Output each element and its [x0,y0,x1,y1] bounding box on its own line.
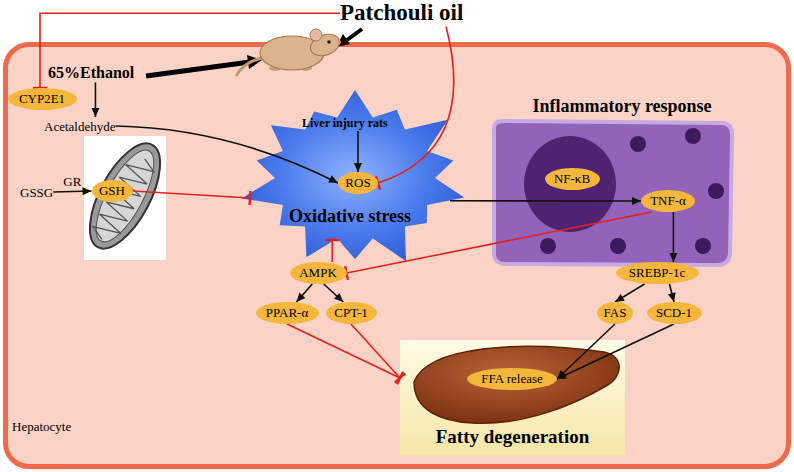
inflammatory-cell [488,96,756,268]
factor-ellipse: ROS [338,172,378,194]
connector [615,284,645,302]
factor-ellipse: SCD-1 [647,302,702,324]
connector-line [450,200,641,202]
factor-name: PPAR-α [266,306,308,321]
connector [91,82,99,117]
liver-ground [400,340,625,455]
factor-ellipse: TNF-α [641,190,695,212]
connector [133,191,251,205]
arrow-head [91,108,99,117]
connector-line [287,324,400,378]
factor-name: FAS [604,306,627,321]
connector-line [615,284,645,302]
granule [610,238,626,254]
factor-ellipse: CYP2E1 [8,88,77,110]
connector-line [331,240,333,262]
connector [351,324,405,383]
connector [33,13,340,88]
text-label: Patchouli oil [340,0,463,26]
panel-heading: Inflammatory response [488,96,756,117]
liver-shape [414,346,619,423]
rat-ear [310,29,322,41]
panel-heading: Hepatocyte [12,420,71,435]
cell-body [494,121,732,265]
panel-heading: Oxidative stress [250,206,450,227]
mitochondrion-outer [76,133,175,259]
agent-label: 65%Ethanol [48,64,134,82]
text-label: 65%Ethanol [48,64,134,82]
cell-nucleus [524,136,616,232]
edge-label: GR [62,175,82,190]
hepatocyte-cell: Hepatocyte CYP2E1AcetaldehydeGSSG GSH Liver… [3,42,791,469]
connector [668,284,676,302]
arrow-head [82,187,91,195]
arrow-head [296,293,305,302]
granule [708,183,724,199]
text-label: Acetaldehyde [44,120,115,135]
factor-ellipse: SREBP-1c [616,262,699,284]
edge-label-holder: GR [62,175,82,190]
dosing-arrow [347,29,362,40]
connector [296,284,312,302]
factor-ellipse: CPT-1 [326,302,377,324]
model-label: Liver injury rats [302,113,388,131]
factor-name: ROS [345,176,370,191]
panel-heading: Fatty degeneration [400,426,625,448]
arrow-head [615,294,625,302]
text-label: Liver injury rats [302,117,388,131]
factor-name: NF-κB [554,172,590,187]
factor-name: GSH [99,184,125,199]
connector-line [40,13,340,88]
factor-name: CYP2E1 [19,92,65,107]
granule [540,238,556,254]
liver-panel: Fatty degeneration FFA release [400,340,625,455]
metabolite-label: Acetaldehyde [44,117,115,135]
connector [324,284,344,302]
factor-ellipse: PPAR-α [256,302,319,324]
factor-ellipse: AMPK [290,262,347,284]
granule [630,136,646,152]
mitochondrion-cristae [90,152,157,245]
factor-name: CPT-1 [334,306,367,321]
factor-ellipse: FFA release [467,368,557,390]
metabolite-label: GSSG [20,183,53,201]
factor-ellipse: NF-κB [545,168,600,190]
connector-line [324,284,344,302]
inflammation-panel: Inflammatory responseNF-κB TNF-α [488,96,756,268]
factor-name: SCD-1 [656,306,692,321]
connector [287,324,403,384]
arrow-head [334,293,343,302]
factor-name: AMPK [299,266,337,281]
granule [695,238,711,254]
star-outline [241,90,464,261]
factor-name: TNF-α [650,194,686,209]
inhibition-bar [248,191,251,205]
connector-line [133,191,251,198]
arrow-head [668,292,676,302]
inhibition-bar [325,239,339,241]
granule [685,128,701,144]
connector-line [351,324,400,378]
factor-name: FFA release [481,372,543,387]
mitochondrion-inner [85,143,165,250]
connector-line [296,284,312,302]
text-label: GSSG [20,186,53,201]
factor-ellipse: FAS [597,302,633,324]
agent-title: Patchouli oil [340,0,463,26]
factor-ellipse: GSH [92,180,133,202]
factor-name: SREBP-1c [629,266,685,281]
